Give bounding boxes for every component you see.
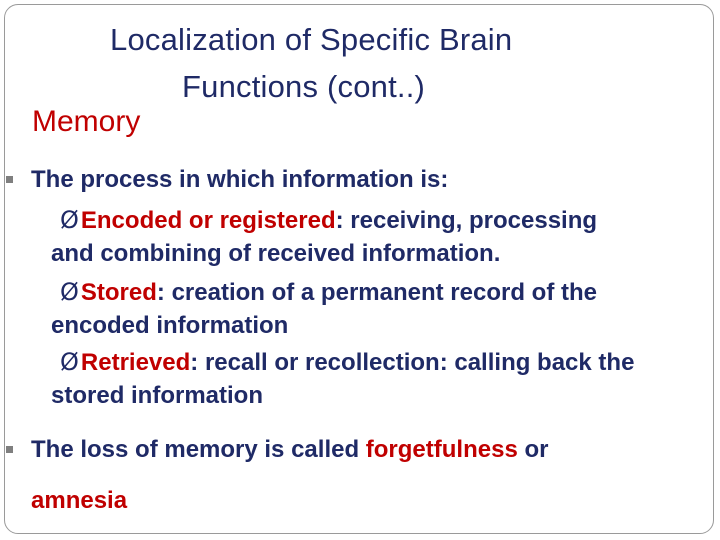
arrow-bullet-icon: Ø	[60, 278, 79, 306]
slide-title-line-1: Localization of Specific Brain	[110, 22, 513, 57]
sub-bullet-encoded: ØEncoded or registered: receiving, proce…	[60, 206, 597, 235]
retrieved-description: : recall or recollection: calling back t…	[190, 349, 635, 376]
memory-loss-prefix: The loss of memory is called	[31, 436, 366, 463]
bullet-intro: The process in which information is:	[31, 166, 449, 193]
arrow-bullet-icon: Ø	[60, 206, 79, 234]
retrieved-description-cont: stored information	[51, 382, 264, 409]
slide-title-line-2: Functions (cont..)	[182, 69, 426, 104]
sub-bullet-retrieved: ØRetrieved: recall or recollection: call…	[60, 348, 634, 377]
section-heading-memory: Memory	[32, 105, 141, 138]
slide-frame	[4, 4, 714, 534]
square-bullet-icon	[6, 176, 13, 183]
bullet-memory-loss: The loss of memory is called forgetfulne…	[31, 436, 548, 464]
term-encoded: Encoded or registered	[80, 207, 336, 234]
arrow-bullet-icon: Ø	[60, 348, 79, 376]
stored-description: : creation of a permanent record of the	[156, 279, 597, 306]
stored-description-cont: encoded information	[51, 312, 289, 339]
term-amnesia: amnesia	[31, 487, 128, 514]
square-bullet-icon	[6, 446, 13, 453]
term-forgetfulness: forgetfulness	[365, 436, 518, 463]
sub-bullet-stored: ØStored: creation of a permanent record …	[60, 278, 597, 307]
encoded-description: : receiving, processing	[335, 207, 598, 234]
term-retrieved: Retrieved	[80, 349, 191, 376]
encoded-description-cont: and combining of received information.	[51, 240, 501, 267]
term-stored: Stored	[80, 279, 157, 306]
memory-loss-or: or	[517, 436, 549, 463]
